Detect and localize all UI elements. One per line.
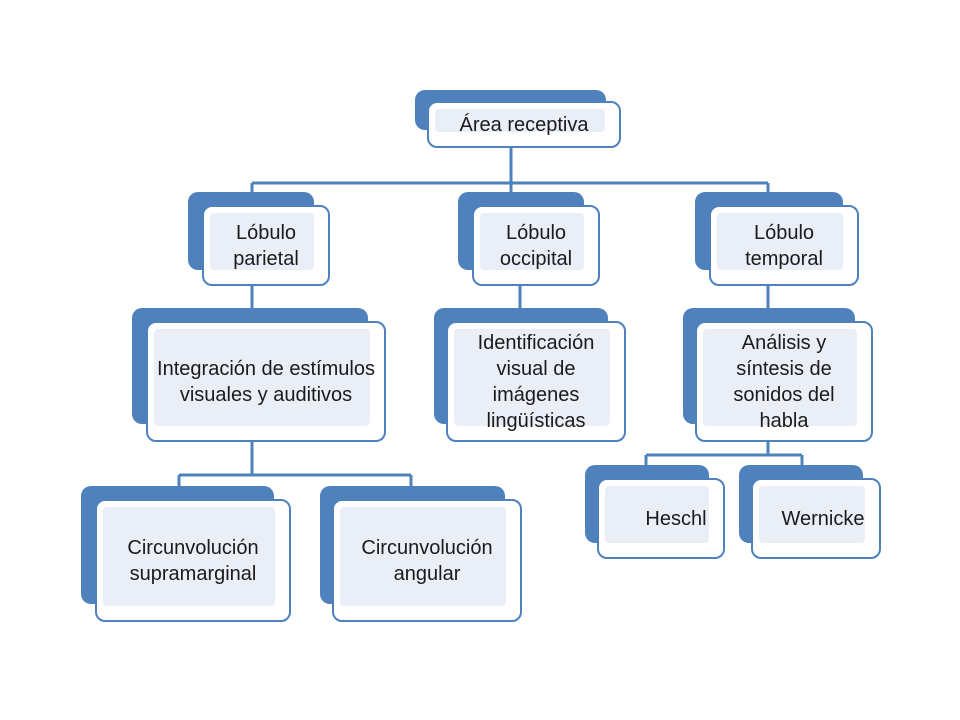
- node-lobulo-parietal: Lóbulo parietal: [188, 192, 330, 286]
- child-label-supramarginal: Circunvolución supramarginal: [127, 536, 259, 585]
- node-front: Lóbulo temporal: [709, 205, 859, 286]
- node-identificacion: Identificación visual de imágenes lingüí…: [434, 308, 626, 442]
- node-front: Análisis y síntesis de sonidos del habla: [695, 321, 873, 442]
- node-wernicke: Wernicke: [739, 465, 881, 559]
- lobe-label-temporal: Lóbulo temporal: [745, 221, 823, 270]
- node-integracion: Integración de estímulos visuales y audi…: [132, 308, 386, 442]
- node-front: Identificación visual de imágenes lingüí…: [446, 321, 626, 442]
- node-area-receptiva: Área receptiva: [415, 90, 621, 148]
- node-circunvolucion-supramarginal: Circunvolución supramarginal: [81, 486, 291, 622]
- node-lobulo-occipital: Lóbulo occipital: [458, 192, 600, 286]
- node-front: Circunvolución supramarginal: [95, 499, 291, 622]
- child-label-heschl: Heschl: [645, 507, 707, 530]
- node-front: Área receptiva: [427, 101, 621, 148]
- node-front: Heschl: [597, 478, 725, 559]
- lobe-label-occipital: Lóbulo occipital: [499, 221, 573, 270]
- node-front: Circunvolución angular: [332, 499, 522, 622]
- function-label-temporal: Análisis y síntesis de sonidos del habla: [733, 331, 835, 432]
- node-front: Lóbulo occipital: [472, 205, 600, 286]
- function-label-occipital: Identificación visual de imágenes lingüí…: [477, 331, 595, 432]
- root-label: Área receptiva: [459, 113, 589, 136]
- node-lobulo-temporal: Lóbulo temporal: [695, 192, 859, 286]
- node-heschl: Heschl: [585, 465, 725, 559]
- node-front: Wernicke: [751, 478, 881, 559]
- node-circunvolucion-angular: Circunvolución angular: [320, 486, 522, 622]
- node-analisis: Análisis y síntesis de sonidos del habla: [683, 308, 873, 442]
- child-label-wernicke: Wernicke: [781, 507, 865, 530]
- node-front: Lóbulo parietal: [202, 205, 330, 286]
- node-front: Integración de estímulos visuales y audi…: [146, 321, 386, 442]
- child-label-angular: Circunvolución angular: [361, 536, 493, 585]
- function-label-parietal: Integración de estímulos visuales y audi…: [157, 357, 375, 406]
- lobe-label-parietal: Lóbulo parietal: [233, 221, 299, 270]
